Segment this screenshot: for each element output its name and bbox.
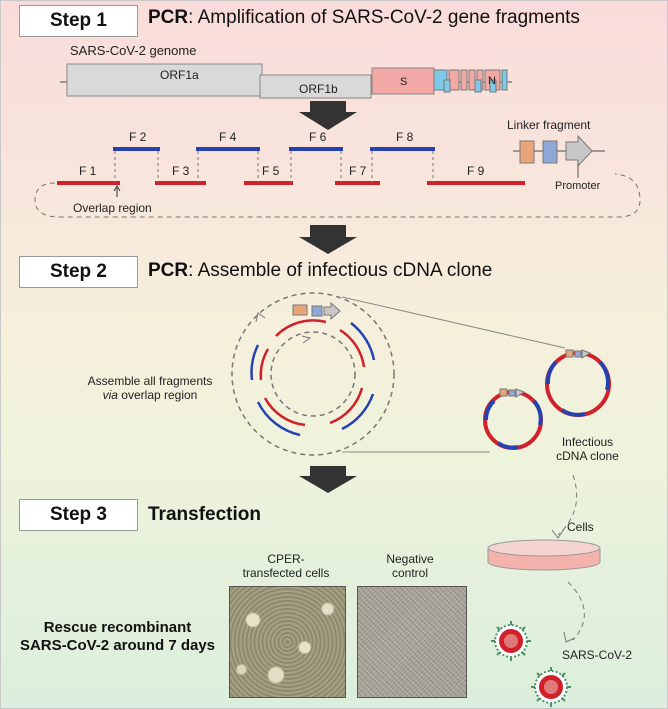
n-gene-label: N <box>488 75 496 87</box>
down-arrow-2 <box>299 225 357 254</box>
orf1b-block <box>259 74 372 99</box>
orf1a-block <box>66 63 263 97</box>
fragment-label-2: F 2 <box>129 130 147 144</box>
step-3-title: Transfection <box>148 504 261 525</box>
petri-dish <box>487 539 601 571</box>
fragment-label-1: F 1 <box>79 164 97 178</box>
step-3-box: Step 3 <box>19 499 138 531</box>
step-2-title-rest: : Assemble of infectious cDNA clone <box>188 260 493 281</box>
plasmid-large <box>545 349 611 417</box>
infectious-clone-label: Infectious cDNA clone <box>556 435 619 463</box>
overlap-region-label: Overlap region <box>73 201 152 215</box>
rescue-label: Rescue recombinant SARS-CoV-2 around 7 d… <box>19 619 216 654</box>
linker-blue-part <box>542 140 558 164</box>
fragment-label-4: F 4 <box>219 130 237 144</box>
cells-label: Cells <box>567 520 594 534</box>
assemble-via: via <box>102 388 118 402</box>
genome-label: SARS-CoV-2 genome <box>70 43 197 58</box>
cper-label: CPER- transfected cells <box>242 552 330 580</box>
step-1-box: Step 1 <box>19 5 138 37</box>
plasmid-small <box>483 388 543 450</box>
fragment-label-5: F 5 <box>262 164 280 178</box>
step-1-title: PCR: Amplification of SARS-CoV-2 gene fr… <box>148 7 580 29</box>
down-arrow-3 <box>299 466 357 493</box>
assemble-label: Assemble all fragments via overlap regio… <box>70 374 230 402</box>
negative-control-label: Negative control <box>386 552 434 580</box>
s-gene-block <box>371 67 435 95</box>
fragment-label-7: F 7 <box>349 164 367 178</box>
step-2-title-bold: PCR <box>148 260 189 281</box>
down-arrow-1 <box>299 101 357 130</box>
fragment-map <box>34 134 641 218</box>
assembly-circle <box>231 292 395 456</box>
fragment-label-3: F 3 <box>172 164 190 178</box>
fragment-label-8: F 8 <box>396 130 414 144</box>
virus-label: SARS-CoV-2 <box>562 648 633 662</box>
linker-orange-part <box>519 140 535 164</box>
negative-control-micrograph <box>357 586 467 698</box>
step-1-title-bold: PCR <box>148 7 189 28</box>
assemble-line-1: Assemble all fragments <box>87 374 213 388</box>
linker-fragment-label: Linker fragment <box>507 118 591 132</box>
zoom-lines <box>341 296 566 453</box>
s-gene-label: S <box>400 76 408 88</box>
step-1-title-rest: : Amplification of SARS-CoV-2 gene fragm… <box>188 7 580 28</box>
genome-map <box>60 63 512 99</box>
virus-1 <box>491 621 531 661</box>
step-2-title: PCR: Assemble of infectious cDNA clone <box>148 260 492 282</box>
orf1a-label: ORF1a <box>160 68 199 82</box>
assemble-line-2: via overlap region <box>102 388 198 402</box>
promoter-arrow <box>565 134 593 168</box>
promoter-label: Promoter <box>555 180 601 192</box>
orf1b-label: ORF1b <box>299 82 338 96</box>
fragment-label-9: F 9 <box>467 164 485 178</box>
fragment-label-6: F 6 <box>309 130 327 144</box>
cper-micrograph <box>229 586 346 698</box>
step-2-box: Step 2 <box>19 256 138 288</box>
down-arrows <box>299 101 357 493</box>
dashed-loop <box>34 173 641 218</box>
virus-2 <box>531 667 571 707</box>
